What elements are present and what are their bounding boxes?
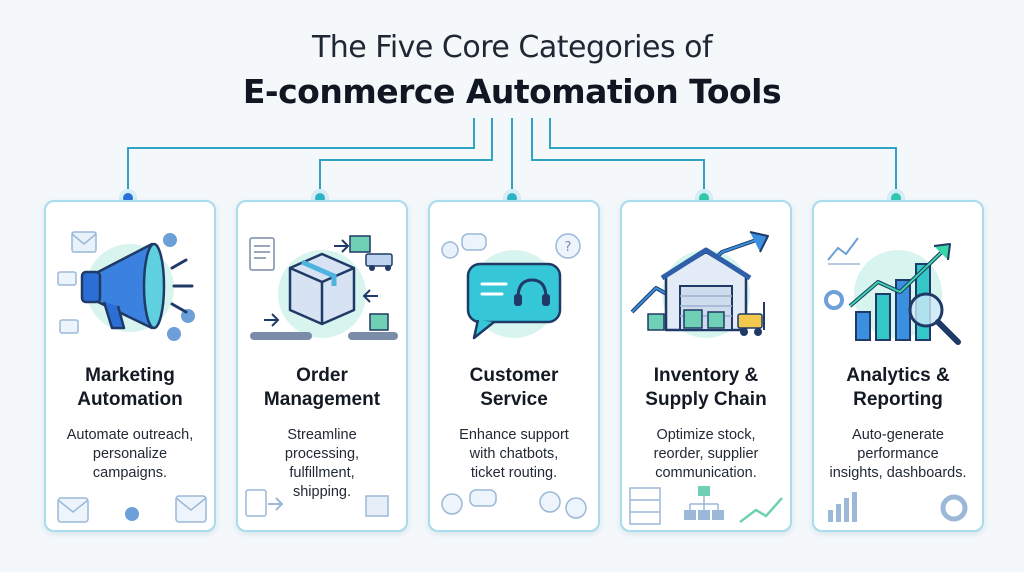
card-analytics-reporting: Analytics & Reporting Auto-generate perf… (812, 200, 984, 532)
connector-2 (319, 118, 493, 196)
card-marketing-automation: Marketing Automation Automate outreach, … (44, 200, 216, 532)
megaphone-icon (57, 231, 195, 341)
card-title: Inventory & Supply Chain (645, 365, 767, 410)
card-description: Automate outreach, personalize campaigns… (66, 427, 194, 481)
card-order-management: Order Management Streamline processing, … (236, 200, 408, 532)
card-description: Enhance support with chatbots, ticket ro… (459, 427, 569, 481)
support-agent-icons (441, 489, 587, 519)
card-customer-service: ? Customer Service Enhance support with … (428, 200, 600, 532)
envelope-icons (57, 495, 207, 523)
supply-flow-icons (629, 486, 783, 525)
bar-chart-magnifier-icon (824, 237, 961, 345)
document-box-icons (245, 489, 389, 517)
card-description: Optimize stock, reorder, supplier commun… (653, 427, 759, 481)
warehouse-icon (630, 231, 769, 338)
card-title: Analytics & Reporting (846, 365, 950, 410)
title-line-1: The Five Core Categories of (311, 30, 713, 65)
connector-1 (127, 118, 475, 196)
chat-headset-icon: ? (441, 233, 581, 340)
connector-4 (531, 118, 705, 196)
package-box-icon (249, 235, 398, 340)
svg-text:?: ? (565, 240, 572, 255)
card-title: Order Management (263, 365, 381, 410)
card-inventory-supply-chain: Inventory & Supply Chain Optimize stock,… (620, 200, 792, 532)
card-title: Marketing Automation (77, 365, 183, 410)
card-description: Auto-generate performance insights, dash… (829, 427, 967, 481)
card-description: Streamline processing, fulfillment, ship… (284, 427, 360, 500)
mini-chart-icons (828, 492, 968, 522)
card-title: Customer Service (469, 365, 559, 410)
title-line-2: E-conmerce Automation Tools (242, 72, 782, 111)
connector-5 (549, 118, 897, 196)
